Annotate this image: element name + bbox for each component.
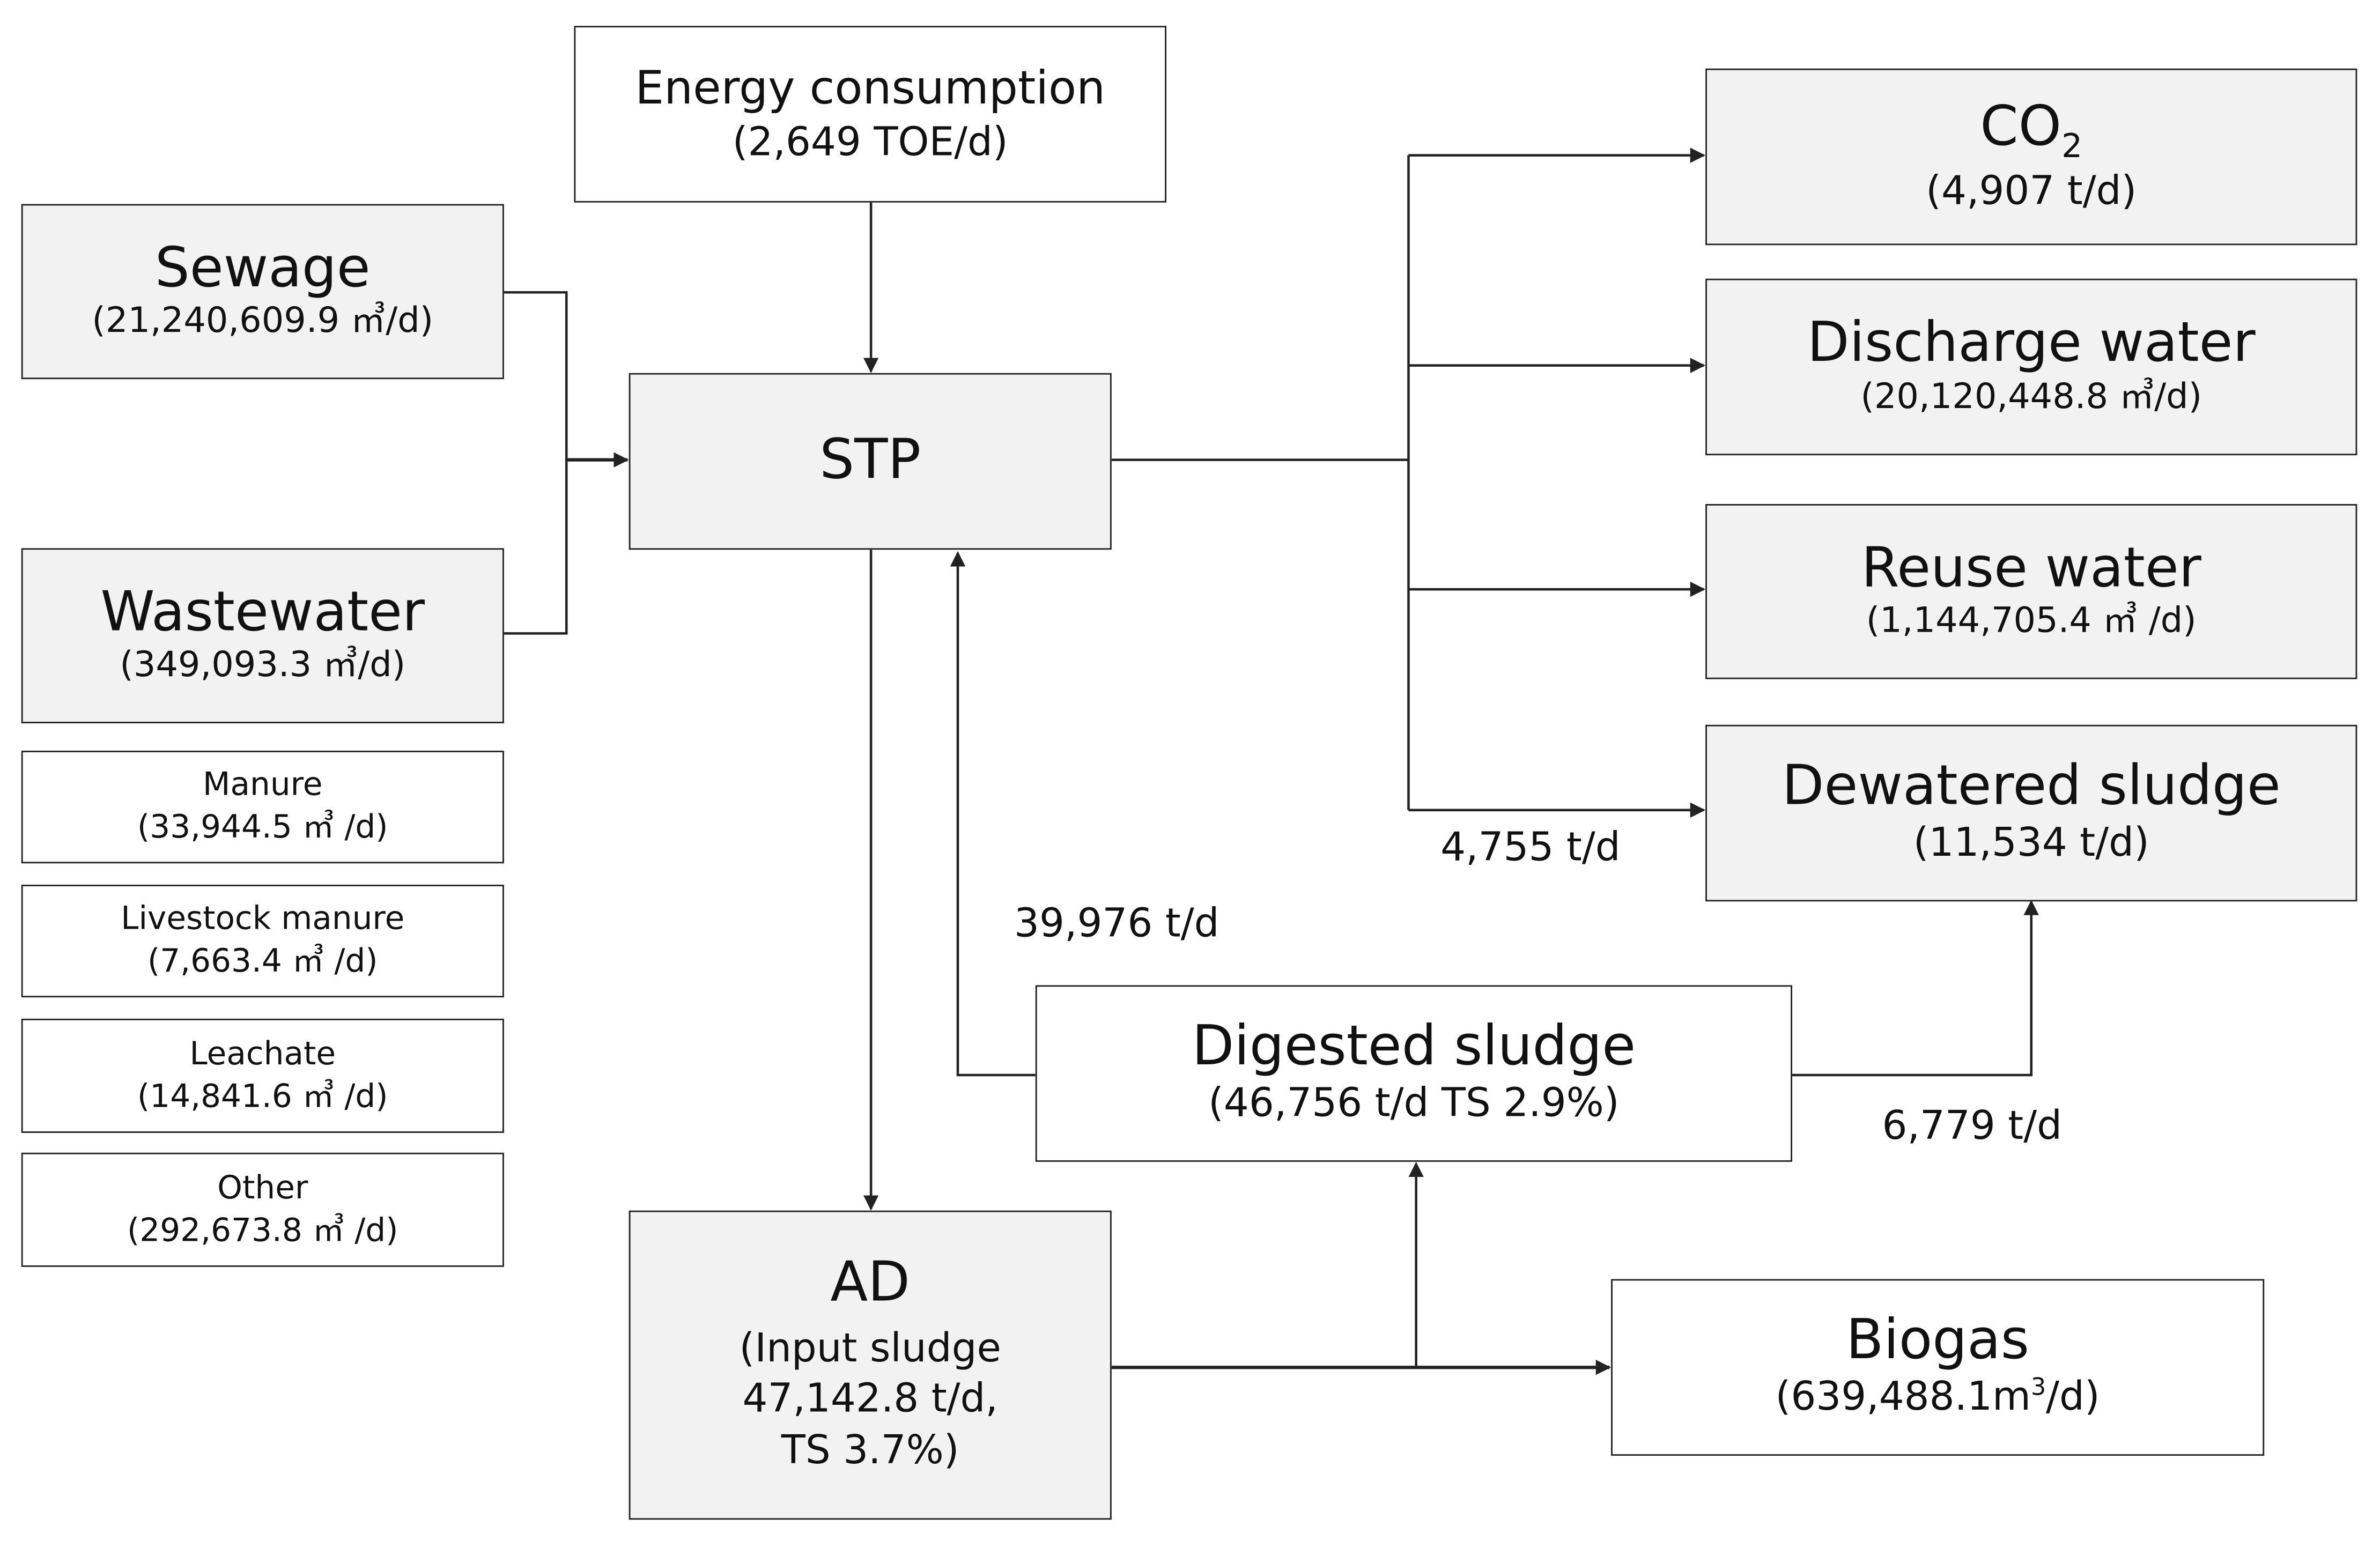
manure-title: Manure: [203, 766, 323, 803]
flow-label-digested-to-dewatered: 6,779 t/d: [1882, 1103, 2062, 1150]
stp-box: STP: [629, 373, 1112, 550]
ad-line2: 47,142.8 t/d,: [742, 1377, 998, 1423]
livestock-manure-value: (7,663.4 ㎥ /d): [147, 943, 378, 980]
manure-value: (33,944.5 ㎥ /d): [137, 809, 388, 846]
co2-value: (4,907 t/d): [1926, 168, 2137, 214]
reuse-water-box: Reuse water (1,144,705.4 ㎥ /d): [1705, 504, 2357, 679]
energy-value: (2,649 TOE/d): [732, 120, 1008, 166]
flow-label-stp-to-dewatered: 4,755 t/d: [1440, 825, 1621, 871]
discharge-water-value: (20,120,448.8 ㎥/d): [1860, 377, 2202, 417]
reuse-water-value: (1,144,705.4 ㎥ /d): [1866, 602, 2197, 642]
wastewater-box: Wastewater (349,093.3 ㎥/d): [21, 548, 504, 723]
sewage-box: Sewage (21,240,609.9 ㎥/d): [21, 204, 504, 380]
discharge-water-title: Discharge water: [1807, 313, 2256, 375]
sewage-value: (21,240,609.9 ㎥/d): [92, 302, 434, 342]
arrow-digested-to-dewatered: [1792, 900, 2039, 1077]
digested-sludge-value: (46,756 t/d TS 2.9%): [1208, 1080, 1620, 1127]
ad-box: AD (Input sludge 47,142.8 t/d, TS 3.7%): [629, 1210, 1112, 1520]
leachate-box: Leachate (14,841.6 ㎥ /d): [21, 1018, 504, 1133]
biogas-value-sup: 3: [2030, 1374, 2046, 1402]
energy-title: Energy consumption: [635, 62, 1106, 115]
discharge-water-box: Discharge water (20,120,448.8 ㎥/d): [1705, 278, 2357, 456]
sewage-title: Sewage: [154, 237, 371, 300]
dewatered-sludge-box: Dewatered sludge (11,534 t/d): [1705, 724, 2357, 902]
biogas-box: Biogas (639,488.1m3/d): [1611, 1279, 2265, 1456]
ad-line3: TS 3.7%): [781, 1428, 959, 1475]
co2-box: CO2 (4,907 t/d): [1705, 68, 2357, 246]
co2-subscript: 2: [2061, 127, 2083, 166]
leachate-title: Leachate: [189, 1035, 336, 1072]
wastewater-title: Wastewater: [100, 581, 425, 644]
dewatered-sludge-value: (11,534 t/d): [1913, 820, 2149, 866]
other-value: (292,673.8 ㎥ /d): [127, 1212, 398, 1249]
livestock-manure-box: Livestock manure (7,663.4 ㎥ /d): [21, 884, 504, 998]
wastewater-value: (349,093.3 ㎥/d): [120, 646, 406, 686]
biogas-value-post: /d): [2046, 1375, 2100, 1421]
flow-label-digested-to-stp: 39,976 t/d: [1014, 901, 1219, 947]
biogas-value-pre: (639,488.1m: [1775, 1375, 2031, 1421]
energy-consumption-box: Energy consumption (2,649 TOE/d): [574, 26, 1166, 203]
co2-title: CO2: [1980, 95, 2082, 167]
ad-line1: (Input sludge: [739, 1325, 1001, 1372]
arrow-digested-to-stp: [950, 551, 1036, 1077]
other-title: Other: [217, 1169, 308, 1206]
line-sewage-to-bus: [504, 291, 568, 635]
livestock-manure-title: Livestock manure: [121, 900, 405, 937]
reuse-water-title: Reuse water: [1861, 537, 2201, 600]
other-box: Other (292,673.8 ㎥ /d): [21, 1152, 504, 1267]
manure-box: Manure (33,944.5 ㎥ /d): [21, 751, 504, 864]
ad-title: AD: [830, 1251, 911, 1315]
biogas-value: (639,488.1m3/d): [1776, 1373, 2100, 1425]
biogas-title: Biogas: [1846, 1309, 2030, 1372]
digested-sludge-box: Digested sludge (46,756 t/d TS 2.9%): [1035, 985, 1792, 1162]
co2-title-text: CO: [1980, 95, 2062, 158]
dewatered-sludge-title: Dewatered sludge: [1782, 755, 2281, 819]
digested-sludge-title: Digested sludge: [1192, 1016, 1636, 1079]
leachate-value: (14,841.6 ㎥ /d): [137, 1078, 388, 1115]
stp-title: STP: [819, 429, 921, 493]
